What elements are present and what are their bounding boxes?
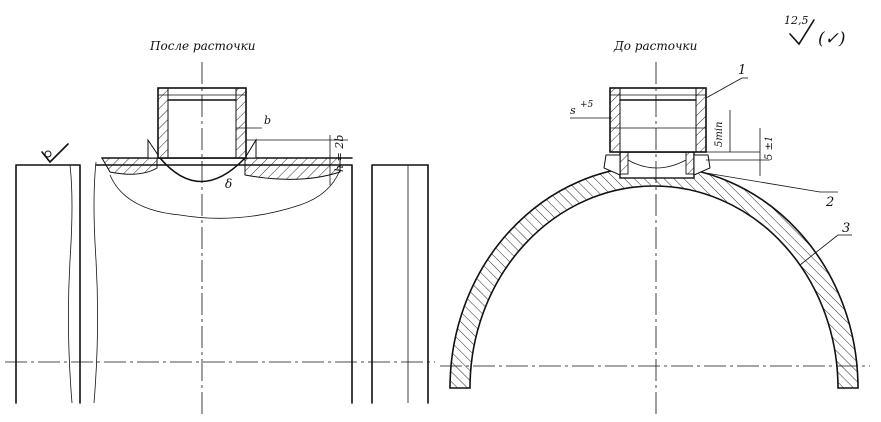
surface-mark-icon [41,143,69,164]
roughness-paren-symbol: (✓) [818,29,846,49]
dim-5min: 5min [714,122,725,147]
dim-b: b [264,114,271,127]
weld-mark: δ [225,177,232,191]
callout-2: 2 [825,195,834,210]
roughness-symbol: 12,5 (✓) [784,14,846,49]
dim-h: h = 2b [333,135,346,172]
shell-ring [449,165,859,389]
base-plate-right [244,157,341,180]
view-after-boring: После расточки b [5,39,435,415]
callout-3: 3 [842,221,850,236]
view-title-after: После расточки [149,39,256,53]
base-plate-left [101,157,158,175]
dim-5-tol: 5 ±1 [764,136,775,160]
dim-s: s [570,104,576,117]
view-title-before: До расточки [613,39,697,53]
roughness-value: 12,5 [784,14,809,27]
view-before-boring: До расточки s +5 5min 5 ±1 [440,39,870,415]
dim-s-tolerance: +5 [580,100,594,110]
callout-1: 1 [738,63,746,78]
nozzle-body-before [609,87,707,153]
weld-right [244,138,257,159]
weld-left [147,138,161,159]
